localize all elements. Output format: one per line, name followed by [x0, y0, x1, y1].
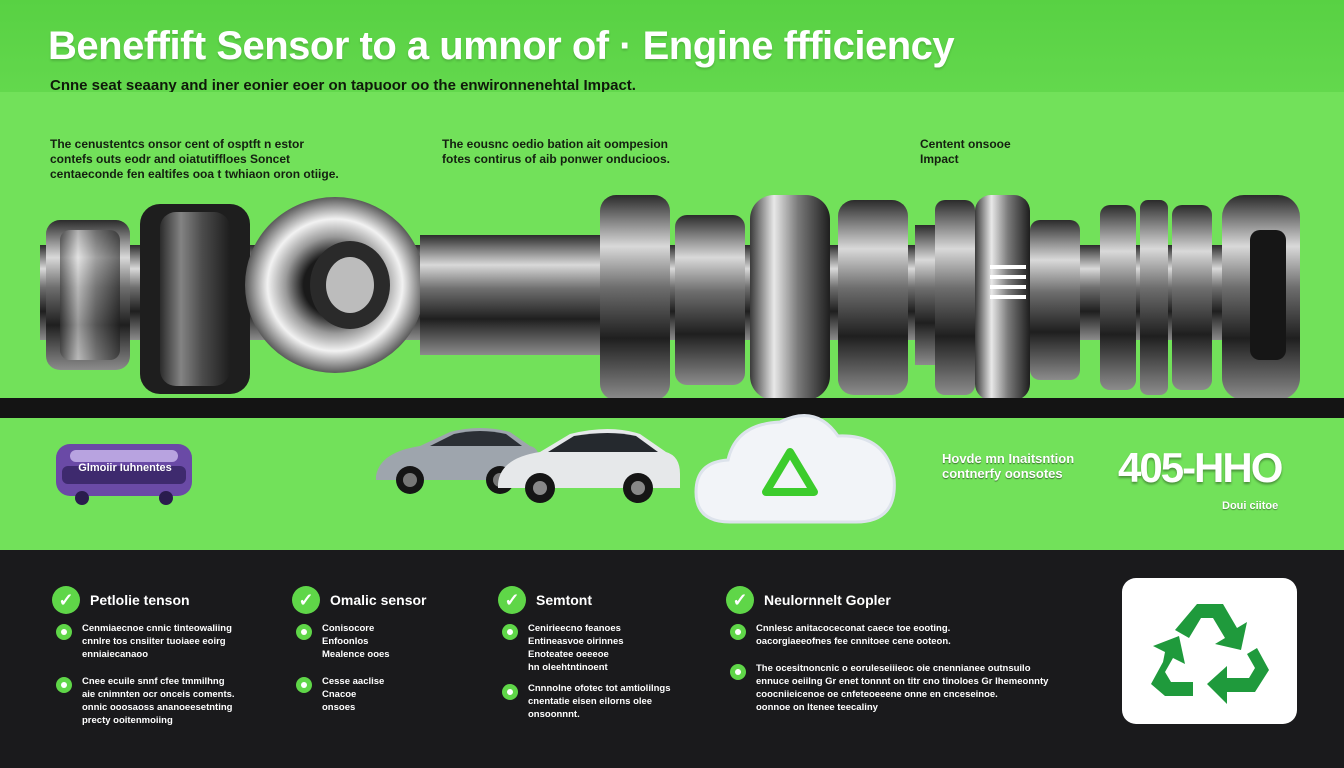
bullet-line: coocniieicenoe oe cnfeteoeeene onne en c…	[756, 689, 998, 700]
bullet-dot-icon	[56, 624, 72, 640]
feature-bullet: Cenmiaecnoe cnnic tinteowaliing cnnlre t…	[52, 622, 235, 661]
impact-note-line: Hovde mn Inaitsntion	[942, 451, 1075, 466]
black-rail	[0, 398, 1344, 418]
feature-bullet: Conisocore Enfoonlos Mealence ooes	[292, 622, 427, 661]
car-icon	[376, 428, 680, 503]
bus-icon	[56, 444, 192, 505]
bullet-line: hn oleehtntinoent	[528, 662, 608, 673]
bullet-line: onnic ooosaoss ananoeesetnting	[82, 702, 233, 713]
bullet-line: Cnnnolne ofotec tot amtiolilngs	[528, 683, 671, 694]
triangle-icon	[762, 448, 818, 496]
callout-line: Centent onsooe	[920, 137, 1011, 151]
header-band	[0, 0, 1344, 92]
bullet-dot-icon	[502, 624, 518, 640]
bullet-line: Cnacoe	[322, 689, 357, 700]
callout-line: centaeconde fen ealtifes ooa t twhiaon o…	[50, 167, 339, 181]
bullet-line: Enoteatee oeeeoe	[528, 649, 609, 660]
callout-line: contefs outs eodr and oiatutiffloes Sonc…	[50, 152, 291, 166]
check-icon: ✓	[498, 586, 526, 614]
bullet-line: cnnlre tos cnsiiter tuoiaee eoirg	[82, 636, 226, 647]
bullet-line: ennuce oeiilng Gr enet tonnnt on titr cn…	[756, 676, 1049, 687]
bullet-dot-icon	[296, 677, 312, 693]
features-footer	[0, 550, 1344, 768]
bullet-line: Cenmiaecnoe cnnic tinteowaliing	[82, 623, 232, 634]
bullet-line: cnentatie eisen eilorns olee	[528, 696, 653, 707]
engine-shaft-illustration	[40, 195, 1300, 400]
page-subtitle: Cnne seat seaany and iner eonier eoer on…	[50, 77, 636, 94]
impact-note-line: contnerfy oonsotes	[942, 466, 1063, 481]
bullet-dot-icon	[730, 624, 746, 640]
feature-column: ✓ Petlolie tenson Cenmiaecnoe cnnic tint…	[52, 586, 235, 727]
feature-header: ✓ Petlolie tenson	[52, 586, 235, 614]
bullet-line: Cnee ecuile snnf cfee tmmilhng	[82, 676, 225, 687]
feature-bullet: The ocesitnoncnic o eoruleseiiieoc oie c…	[726, 662, 1048, 714]
bullet-dot-icon	[296, 624, 312, 640]
cloud-icon	[694, 414, 896, 524]
big-stat-caption: Doui ciitoe	[1222, 500, 1279, 512]
bullet-dot-icon	[502, 684, 518, 700]
callout-combustion: The eousnc oedio bation ait oompesion fo…	[442, 137, 670, 167]
feature-bullet: Cesse aaclise Cnacoe onsoes	[292, 675, 427, 714]
callout-line: The eousnc oedio bation ait oompesion	[442, 137, 669, 151]
bullet-line: Cnnlesc anitacoceconat caece toe eooting…	[756, 623, 951, 634]
bullet-line: enniaiecanaoo	[82, 649, 148, 660]
feature-header: ✓ Semtont	[498, 586, 671, 614]
feature-bullet: Cenirieecno feanoes Entineasvoe oirinnes…	[498, 622, 671, 674]
callout-sensor: The cenustentcs onsor cent of osptft n e…	[50, 137, 339, 182]
bullet-line: Cenirieecno feanoes	[528, 623, 621, 634]
bus-label: Glmoiir Iuhnentes	[78, 462, 172, 474]
bullet-line: The ocesitnoncnic o eoruleseiiieoc oie c…	[756, 663, 1031, 674]
callout-line: Impact	[920, 152, 959, 166]
check-icon: ✓	[52, 586, 80, 614]
feature-title: Petlolie tenson	[90, 592, 190, 608]
recycle-card	[1122, 578, 1297, 724]
feature-title: Semtont	[536, 592, 592, 608]
feature-bullet: Cnnnolne ofotec tot amtiolilngs cnentati…	[498, 682, 671, 721]
bullet-line: onsoes	[322, 702, 356, 713]
big-stat: 405-HHO	[1118, 444, 1283, 491]
feature-title: Omalic sensor	[330, 592, 427, 608]
feature-column: ✓ Semtont Cenirieecno feanoes Entineasvo…	[498, 586, 671, 721]
bullet-line: Entineasvoe oirinnes	[528, 636, 624, 647]
bullet-line: Mealence ooes	[322, 649, 390, 660]
bullet-line: Enfoonlos	[322, 636, 369, 647]
feature-header: ✓ Neulornnelt Gopler	[726, 586, 1048, 614]
check-icon: ✓	[292, 586, 320, 614]
callout-line: fotes contirus of aib ponwer onducioos.	[442, 152, 671, 166]
feature-bullet: Cnee ecuile snnf cfee tmmilhng aie cnimn…	[52, 675, 235, 727]
impact-note: Hovde mn Inaitsntion contnerfy oonsotes	[942, 451, 1074, 481]
bullet-line: Conisocore	[322, 623, 375, 634]
feature-bullet: Cnnlesc anitacoceconat caece toe eooting…	[726, 622, 1048, 648]
bullet-line: oonnoe on ltenee teecaliny	[756, 702, 878, 713]
bullet-dot-icon	[730, 664, 746, 680]
bullet-line: onsoonnnt.	[528, 709, 580, 720]
check-icon: ✓	[726, 586, 754, 614]
page-title: Beneffift Sensor to a umnor of · Engine …	[48, 24, 955, 68]
bullet-line: oacorgiaeeofnes fee cnnitoee cene ooteon…	[756, 636, 951, 647]
bullet-line: Cesse aaclise	[322, 676, 385, 687]
feature-column: ✓ Omalic sensor Conisocore Enfoonlos Mea…	[292, 586, 427, 714]
bullet-line: precty ooitenmoiing	[82, 715, 173, 726]
callout-impact: Centent onsooe Impact	[920, 137, 1011, 167]
callout-line: The cenustentcs onsor cent of osptft n e…	[50, 137, 305, 151]
bullet-line: aie cnimnten ocr onceis coments.	[82, 689, 235, 700]
feature-header: ✓ Omalic sensor	[292, 586, 427, 614]
bullet-dot-icon	[56, 677, 72, 693]
feature-title: Neulornnelt Gopler	[764, 592, 891, 608]
feature-column: ✓ Neulornnelt Gopler Cnnlesc anitacoceco…	[726, 586, 1048, 714]
recycle-icon	[1150, 604, 1269, 704]
